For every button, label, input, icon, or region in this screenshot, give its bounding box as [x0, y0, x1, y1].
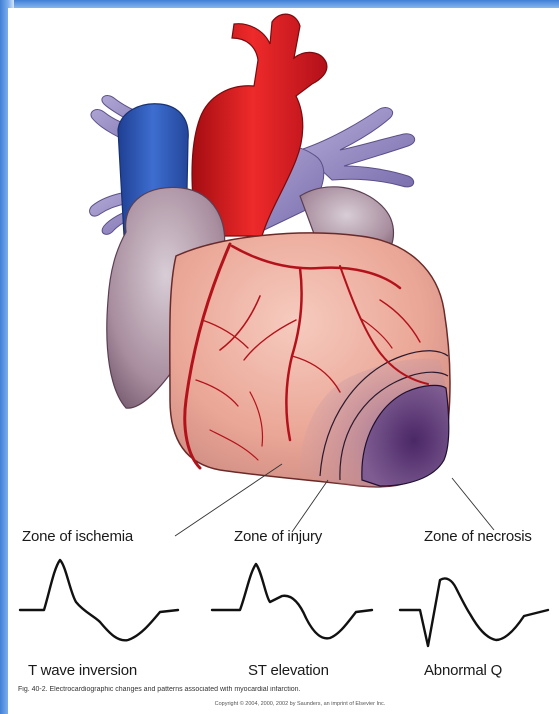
ecg-waveforms [20, 560, 548, 646]
t-wave-inversion-trace [20, 560, 178, 640]
zone-of-injury-label: Zone of injury [234, 528, 322, 545]
st-elevation-label: ST elevation [248, 662, 329, 679]
zone-of-necrosis-label: Zone of necrosis [424, 528, 532, 545]
figure-caption: Fig. 40-2. Electrocardiographic changes … [18, 686, 553, 693]
abnormal-q-trace [400, 578, 548, 646]
copyright-notice: Copyright © 2004, 2000, 2002 by Saunders… [150, 701, 450, 707]
abnormal-q-label: Abnormal Q [424, 662, 502, 679]
st-elevation-trace [212, 564, 372, 638]
t-wave-inversion-label: T wave inversion [28, 662, 137, 679]
zone-of-ischemia-label: Zone of ischemia [22, 528, 133, 545]
